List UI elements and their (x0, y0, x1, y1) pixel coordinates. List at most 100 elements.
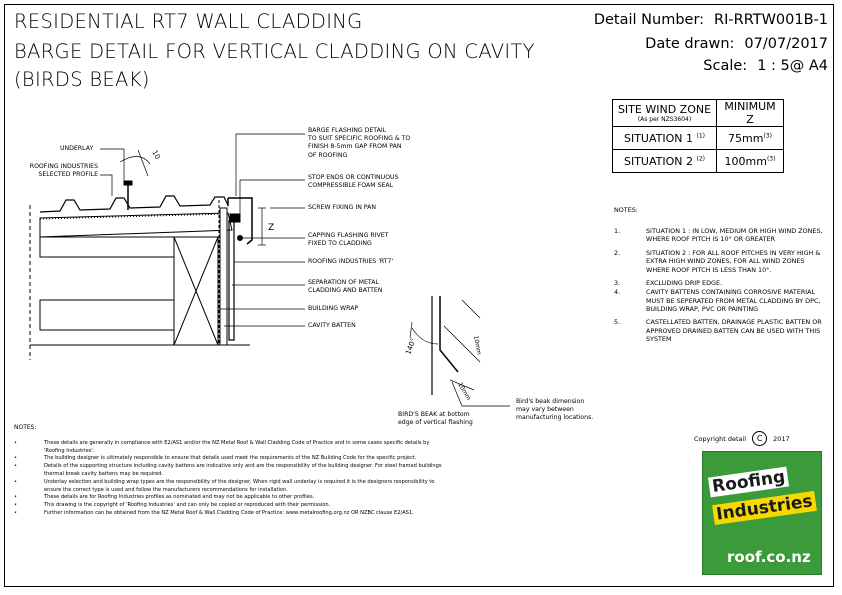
right-note-text: CAVITY BATTENS CONTAINING CORROSIVE MATE… (646, 288, 821, 314)
label-dim-line3: manufacturing locations. (516, 414, 594, 422)
situation-1-value: 75mm(3) (716, 126, 784, 150)
right-note-num: 2. (614, 248, 621, 257)
bottom-note-text: This drawing is the copyright of 'Roofin… (44, 502, 331, 509)
situation-1-sup: (1) (696, 131, 706, 139)
situation-2-label: SITUATION 2 (2) (612, 149, 717, 173)
rt7-cladding (228, 220, 235, 341)
right-note-num: 4. (614, 288, 621, 297)
roof-structure (29, 180, 253, 360)
leader-stop (239, 179, 305, 214)
pitch-label: 10 (150, 149, 161, 161)
scale-label: Scale: (703, 58, 748, 74)
label-separation: SEPARATION OF METAL CLADDING AND BATTEN (308, 279, 382, 295)
bottom-note: •These details are for Roofing Industrie… (14, 494, 444, 502)
label-capping-line1: CAPPING FLASHING RIVET (308, 232, 389, 239)
situation-2-text: SITUATION 2 (623, 154, 693, 168)
bottom-notes-heading: NOTES: (14, 424, 37, 431)
label-barge-line3: FINISH 8-5mm GAP FROM PAN (308, 143, 402, 151)
situation-1-label: SITUATION 1 (1) (612, 126, 717, 150)
pitch-dim-line (137, 149, 149, 177)
right-note: 5. CASTELLATED BATTEN, DRAINAGE PLASTIC B… (614, 318, 826, 344)
minimum-sub: Z (746, 113, 754, 126)
right-note-num: 5. (614, 317, 621, 326)
label-barge-line4: OF ROOFING (308, 151, 348, 159)
label-rt7: ROOFING INDUSTRIES 'RT7' (308, 258, 394, 265)
right-note-text: SITUATION 2 : FOR ALL ROOF PITCHES IN VE… (646, 248, 821, 274)
stud-cross-2 (173, 236, 219, 346)
lintel (39, 299, 175, 331)
situation-2-value: 100mm(3) (716, 149, 784, 173)
bottom-note-text: Details of the supporting structure incl… (44, 463, 442, 477)
bottom-note-bullet: • (14, 478, 18, 485)
detail-number: Detail Number:RI-RRTW001B-1 (594, 12, 828, 28)
situation-2-value-sup: (3) (766, 154, 776, 162)
bottom-note: •This drawing is the copyright of 'Roofi… (14, 502, 444, 510)
label-roofing-line1: ROOFING INDUSTRIES (29, 163, 98, 170)
minimum-heading: MINIMUM (724, 100, 776, 113)
label-cavity-batten: CAVITY BATTEN (308, 322, 356, 329)
wind-zone-heading: SITE WIND ZONE (617, 103, 712, 116)
label-dim-line1: Bird's beak dimension (516, 398, 585, 405)
angle-label: 140° (404, 337, 417, 356)
label-dim-line2: may vary between (516, 406, 574, 414)
label-separation-line2: CLADDING AND BATTEN (308, 287, 383, 295)
label-capping-flashing: CAPPING FLASHING RIVET FIXED TO CLADDING (308, 232, 388, 248)
wind-zone-header: SITE WIND ZONE (As per NZS3604) (612, 99, 717, 127)
pitch-arc (119, 156, 151, 165)
bottom-note: •Details of the supporting structure inc… (14, 463, 444, 479)
roofing-industries-logo: Roofing Industries roof.co.nz (702, 451, 822, 575)
right-note: 3. EXCLUDING DRIP EDGE. (614, 279, 826, 288)
beak-dim-3 (461, 299, 481, 319)
label-birds-line2: edge of vertical flashing (398, 419, 473, 427)
label-stop-ends: STOP ENDS OR CONTINUOUS COMPRESSIBLE FOA… (308, 174, 399, 190)
drawing-frame (4, 4, 834, 587)
right-note-num: 3. (614, 278, 621, 287)
copyright-text: Copyright detail (694, 435, 747, 443)
label-building-wrap: BUILDING WRAP (308, 305, 359, 312)
beak-angle-arrow (409, 321, 413, 339)
right-note: 4. CAVITY BATTENS CONTAINING CORROSIVE MA… (614, 288, 826, 314)
right-note-text: EXCLUDING DRIP EDGE. (646, 278, 723, 287)
copyright-icon: C (752, 431, 768, 446)
right-note-num: 1. (614, 226, 621, 235)
rivet (237, 235, 243, 241)
bottom-note-bullet: • (14, 455, 18, 462)
leader-profile (100, 174, 113, 196)
beak-leader (451, 381, 510, 407)
label-stop-line1: STOP ENDS OR CONTINUOUS (308, 174, 399, 181)
roof-profile (39, 195, 229, 213)
logo-word-roofing: Roofing (707, 466, 790, 498)
scale: Scale:1 : 5@ A4 (703, 58, 828, 74)
underlay-line (39, 213, 229, 220)
wind-zone-sub: (As per NZS3604) (637, 116, 692, 123)
label-roofing-profile: ROOFING INDUSTRIES SELECTED PROFILE (14, 163, 98, 179)
label-barge-line1: BARGE FLASHING DETAIL (308, 127, 387, 134)
birds-beak-detail (409, 296, 510, 407)
minimum-header: MINIMUM Z (716, 99, 784, 127)
bottom-note: • These details are generally in complian… (14, 440, 444, 456)
bottom-note-text: These details are generally in complianc… (44, 439, 430, 454)
title-line-3: (BIRDS BEAK) (14, 68, 150, 91)
logo-url: roof.co.nz (727, 548, 811, 566)
date-drawn: Date drawn:07/07/2017 (645, 36, 828, 52)
label-roofing-line2: SELECTED PROFILE (38, 171, 98, 179)
foam-seal (229, 213, 241, 223)
right-note: 2. SITUATION 2 : FOR ALL ROOF PITCHES IN … (614, 249, 826, 275)
right-note-text: CASTELLATED BATTEN, DRAINAGE PLASTIC BAT… (646, 317, 822, 344)
cavity-batten-shape (219, 207, 228, 346)
bottom-note: •Further information can be obtained fro… (14, 510, 444, 518)
z-label: Z (268, 223, 274, 233)
copyright-year: 2017 (773, 435, 790, 443)
label-barge-flashing: BARGE FLASHING DETAIL TO SUIT SPECIFIC R… (308, 127, 410, 160)
bottom-note-bullet: • (14, 439, 18, 446)
beak-dim-2 (449, 379, 475, 391)
label-screw-fixing: SCREW FIXING IN PAN (308, 204, 376, 211)
situation-2-value-text: 100mm (724, 154, 767, 168)
roof-timber (39, 212, 233, 238)
right-note-text: SITUATION 1 : IN LOW, MEDIUM OR HIGH WIN… (646, 226, 823, 244)
leader-barge (235, 133, 305, 196)
label-barge-line2: TO SUIT SPECIFIC ROOFING & TO (308, 135, 411, 143)
label-birds-beak: BIRD'S BEAK at bottom edge of vertical f… (398, 411, 473, 427)
detail-number-label: Detail Number: (593, 12, 705, 28)
right-note: 1. SITUATION 1 : IN LOW, MEDIUM OR HIGH W… (614, 227, 826, 244)
